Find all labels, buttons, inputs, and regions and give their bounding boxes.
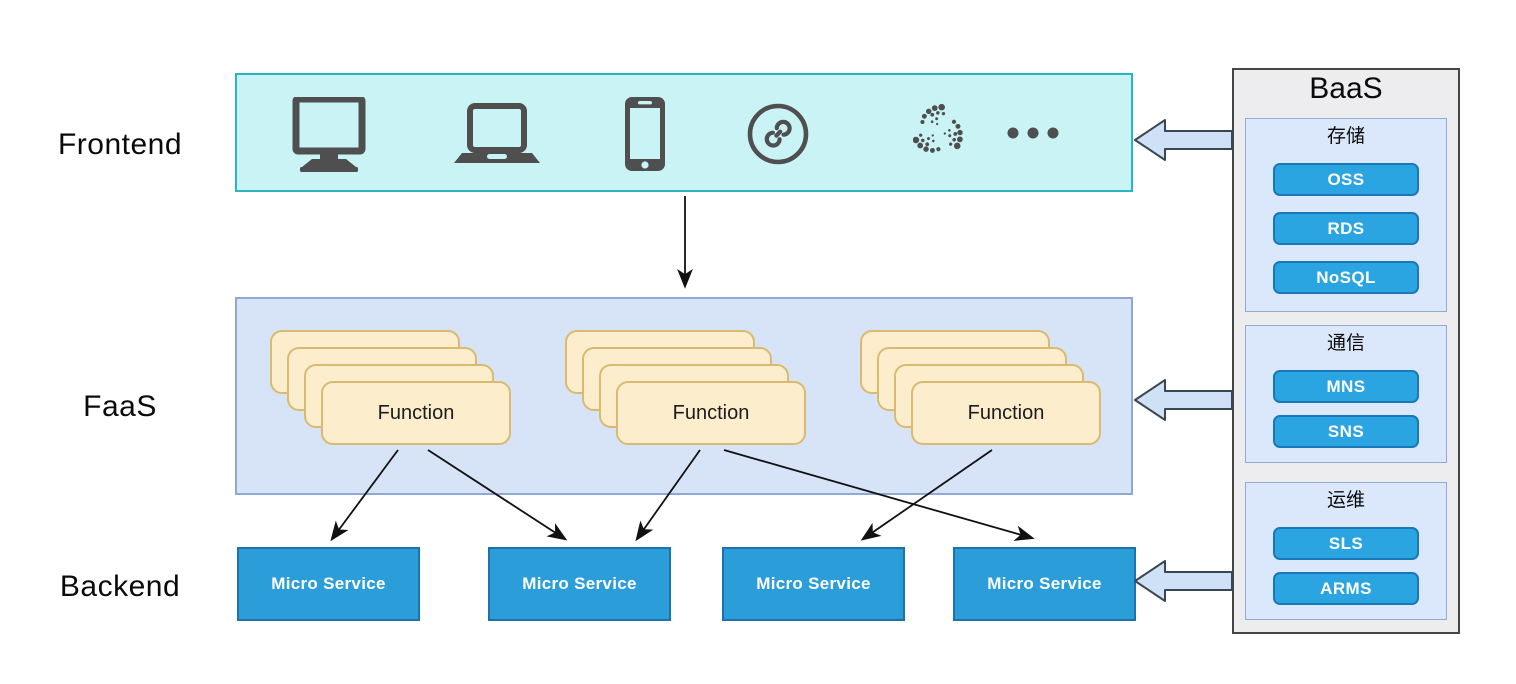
baas-title: BaaS bbox=[1309, 72, 1383, 105]
service-chip-oss: OSS bbox=[1273, 163, 1419, 196]
micro-service-box-2: Micro Service bbox=[488, 547, 671, 621]
baas-to-faas-block-arrow bbox=[1134, 379, 1233, 421]
service-chip-sls: SLS bbox=[1273, 527, 1419, 560]
micro-service-box-1: Micro Service bbox=[237, 547, 420, 621]
service-chip-rds: RDS bbox=[1273, 212, 1419, 245]
baas-group-operations-title: 运维 bbox=[1326, 490, 1365, 511]
service-chip-sns: SNS bbox=[1273, 415, 1419, 448]
frontend-box bbox=[235, 73, 1133, 192]
baas-group-communication-title: 通信 bbox=[1326, 333, 1365, 354]
more-ellipsis-icon bbox=[1007, 127, 1059, 139]
faas-layer-label: FaaS bbox=[83, 390, 157, 423]
micro-service-box-4: Micro Service bbox=[953, 547, 1136, 621]
micro-service-box-3: Micro Service bbox=[722, 547, 905, 621]
laptop-icon bbox=[454, 103, 540, 163]
baas-group-communication: 通信 MNS SNS bbox=[1245, 325, 1447, 463]
baas-group-storage-title: 存储 bbox=[1326, 126, 1365, 147]
backend-layer-label: Backend bbox=[59, 570, 181, 603]
service-chip-nosql: NoSQL bbox=[1273, 261, 1419, 294]
baas-panel: BaaS 存储 OSS RDS NoSQL 通信 MNS SNS 运维 SLS … bbox=[1232, 68, 1460, 634]
baas-group-storage: 存储 OSS RDS NoSQL bbox=[1245, 118, 1447, 312]
dot-swirl-icon bbox=[913, 103, 969, 161]
desktop-icon bbox=[292, 97, 366, 172]
smartphone-icon bbox=[625, 97, 665, 171]
baas-group-operations: 运维 SLS ARMS bbox=[1245, 482, 1447, 620]
function-stack-2: Function bbox=[565, 330, 813, 452]
baas-to-backend-block-arrow bbox=[1134, 560, 1233, 602]
function-stack-3: Function bbox=[860, 330, 1108, 452]
function-card: Function bbox=[616, 381, 806, 445]
baas-to-frontend-block-arrow bbox=[1134, 119, 1233, 161]
frontend-layer-label: Frontend bbox=[57, 128, 183, 161]
function-stack-1: Function bbox=[270, 330, 518, 452]
function-card: Function bbox=[321, 381, 511, 445]
mini-program-icon bbox=[747, 103, 809, 165]
service-chip-arms: ARMS bbox=[1273, 572, 1419, 605]
function-card: Function bbox=[911, 381, 1101, 445]
service-chip-mns: MNS bbox=[1273, 370, 1419, 403]
